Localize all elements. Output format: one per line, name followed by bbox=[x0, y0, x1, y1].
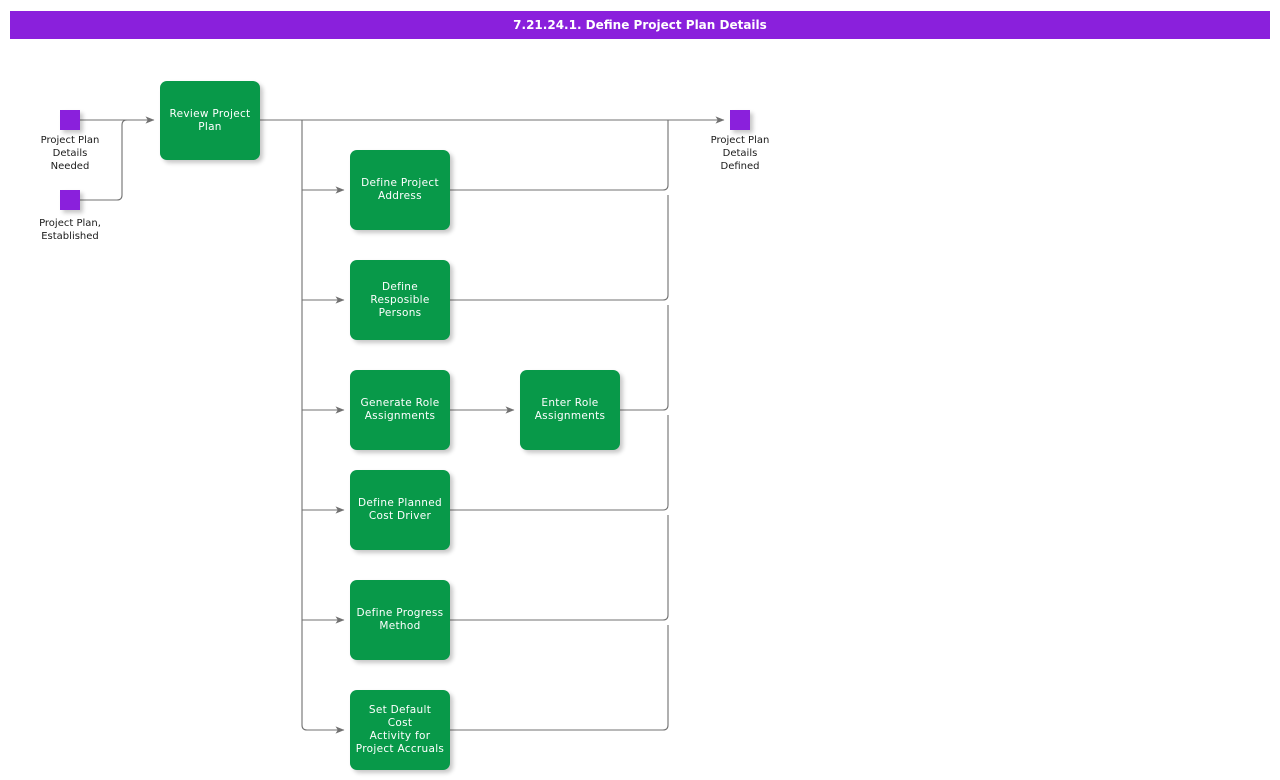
activity-label-define-planned-cost-driver: Define Planned Cost Driver bbox=[358, 497, 442, 522]
event-label-project-plan-details-needed: Project Plan Details Needed bbox=[40, 135, 100, 172]
edge-define-progress-method-out bbox=[450, 515, 669, 621]
activity-enter-role-assignments[interactable]: Enter Role Assignments bbox=[520, 370, 620, 450]
bus-left-vertical bbox=[301, 120, 345, 734]
activity-define-resposible-persons[interactable]: Define Resposible Persons bbox=[350, 260, 450, 340]
edge-enter-role-assignments-out bbox=[620, 305, 669, 411]
edge-define-project-address-out bbox=[450, 120, 669, 191]
activity-label-define-progress-method: Define Progress Method bbox=[356, 607, 444, 632]
event-project-plan-established[interactable] bbox=[60, 190, 80, 210]
event-label-project-plan-details-defined: Project Plan Details Defined bbox=[710, 135, 770, 172]
activity-set-default-cost-activity-for-project-accruals[interactable]: Set Default Cost Activity for Project Ac… bbox=[350, 690, 450, 770]
activity-label-review-project-plan: Review Project Plan bbox=[169, 107, 251, 133]
activity-label-generate-role-assignments: Generate Role Assignments bbox=[360, 397, 440, 422]
activity-define-planned-cost-driver[interactable]: Define Planned Cost Driver bbox=[350, 470, 450, 550]
activity-generate-role-assignments[interactable]: Generate Role Assignments bbox=[350, 370, 450, 450]
diagram-title-bar: 7.21.24.1. Define Project Plan Details bbox=[10, 11, 1270, 39]
event-project-plan-details-needed[interactable] bbox=[60, 110, 80, 130]
event-label-project-plan-established: Project Plan, Established bbox=[39, 218, 101, 242]
activity-define-progress-method[interactable]: Define Progress Method bbox=[350, 580, 450, 660]
activity-label-define-project-address: Define Project Address bbox=[361, 177, 439, 202]
activity-label-define-resposible-persons: Define Resposible Persons bbox=[370, 280, 430, 319]
activity-review-project-plan[interactable]: Review Project Plan bbox=[160, 81, 260, 160]
activity-label-set-default-cost-activity-for-project-accruals: Set Default Cost Activity for Project Ac… bbox=[355, 704, 445, 755]
edge-define-resposible-persons-out bbox=[450, 195, 669, 301]
activity-define-project-address[interactable]: Define Project Address bbox=[350, 150, 450, 230]
page-title: 7.21.24.1. Define Project Plan Details bbox=[513, 18, 767, 32]
edge-set-default-cost-activity-out bbox=[450, 625, 669, 731]
activity-label-enter-role-assignments: Enter Role Assignments bbox=[534, 397, 606, 422]
event-project-plan-details-defined[interactable] bbox=[730, 110, 750, 130]
